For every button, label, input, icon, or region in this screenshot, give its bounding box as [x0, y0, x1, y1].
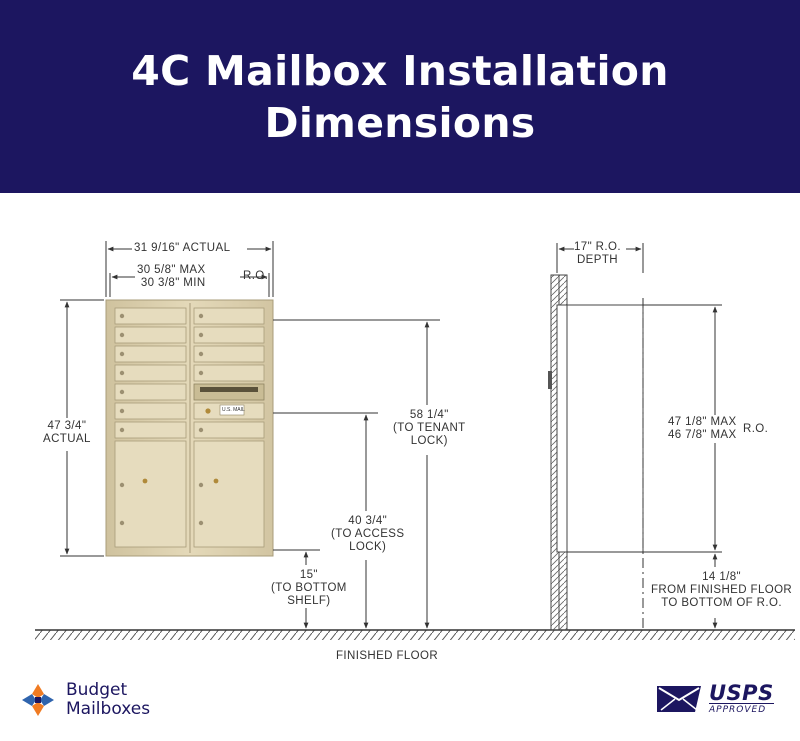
installation-diagram: 31 9/16" ACTUAL 30 5/8" MAX 30 3/8" MIN …	[0, 193, 800, 673]
front-height-actual: ACTUAL	[43, 433, 91, 445]
finished-floor-label: FINISHED FLOOR	[336, 650, 439, 662]
front-height-label: 47 3/4" ACTUAL	[43, 420, 91, 446]
header-banner: 4C Mailbox Installation Dimensions	[0, 0, 800, 193]
floor-to-ro-line3: TO BOTTOM OF R.O.	[661, 597, 782, 609]
ro-width-ro-label: R.O.	[243, 270, 269, 282]
floor-to-ro-line2: FROM FINISHED FLOOR	[651, 584, 793, 596]
tenant-lock-dimension	[273, 319, 440, 629]
bottom-shelf-dimension	[273, 549, 320, 629]
side-height-max: 47 1/8" MAX	[668, 416, 737, 428]
access-lock-dimension	[273, 412, 378, 629]
width-actual-label: 31 9/16" ACTUAL	[134, 242, 231, 255]
depth-dimension	[556, 243, 644, 273]
usps-text: USPS APPROVED	[709, 683, 774, 715]
tenant-lock-label: 58 1/4" (TO TENANT LOCK)	[393, 409, 466, 448]
ro-width-min: 30 3/8" MIN	[140, 277, 206, 289]
side-height-ro-label: R.O.	[743, 423, 769, 435]
ro-width-label: 30 5/8" MAX 30 3/8" MIN	[137, 264, 206, 290]
ro-width-max: 30 5/8" MAX	[137, 264, 206, 276]
mailbox-side-view	[548, 274, 644, 631]
usps-approved-text: APPROVED	[709, 703, 774, 715]
access-lock-label: 40 3/4" (TO ACCESS LOCK)	[331, 515, 405, 554]
brand-line-1: Budget	[66, 680, 128, 700]
bottom-shelf-line2: (TO BOTTOM	[271, 582, 347, 594]
bottom-shelf-value: 15"	[299, 569, 318, 581]
page-title-line-1: 4C Mailbox Installation	[131, 46, 669, 95]
height-dimension-line	[60, 299, 104, 557]
front-height-value: 47 3/4"	[47, 420, 87, 432]
floor-to-ro-value: 14 1/8"	[702, 571, 741, 583]
bottom-shelf-line3: SHELF)	[287, 595, 331, 607]
page-title-line-2: Dimensions	[264, 98, 536, 147]
access-panel-label: U.S. MAIL	[222, 407, 245, 413]
depth-word: DEPTH	[576, 254, 618, 266]
depth-value: 17" R.O.	[574, 241, 621, 253]
depth-label: 17" R.O. DEPTH	[574, 241, 621, 267]
finished-floor	[35, 629, 795, 640]
diagram-drawing	[35, 241, 795, 640]
usps-main-text: USPS	[709, 681, 774, 705]
side-height-min: 46 7/8" MAX	[668, 429, 737, 441]
budget-mailboxes-icon	[22, 684, 54, 716]
tenant-lock-line2: (TO TENANT	[393, 422, 466, 434]
width-dimension-lines	[105, 241, 274, 297]
budget-mailboxes-text: Budget Mailboxes	[66, 681, 150, 719]
brand-line-2: Mailboxes	[66, 699, 151, 719]
usps-approved-logo: USPS APPROVED	[655, 678, 785, 720]
floor-to-ro-label: 14 1/8" FROM FINISHED FLOOR TO BOTTOM OF…	[651, 571, 793, 610]
side-height-dimension	[567, 304, 722, 553]
tenant-lock-line3: LOCK)	[410, 435, 448, 447]
usps-eagle-icon	[657, 686, 701, 712]
access-lock-value: 40 3/4"	[348, 515, 388, 527]
side-height-label: 47 1/8" MAX 46 7/8" MAX	[668, 416, 737, 442]
tenant-lock-value: 58 1/4"	[409, 409, 449, 421]
access-lock-line3: LOCK)	[349, 541, 387, 553]
bottom-shelf-label: 15" (TO BOTTOM SHELF)	[271, 569, 347, 608]
budget-mailboxes-logo: Budget Mailboxes	[20, 675, 220, 725]
mailbox-front-view	[105, 299, 274, 557]
access-lock-line2: (TO ACCESS	[331, 528, 405, 540]
